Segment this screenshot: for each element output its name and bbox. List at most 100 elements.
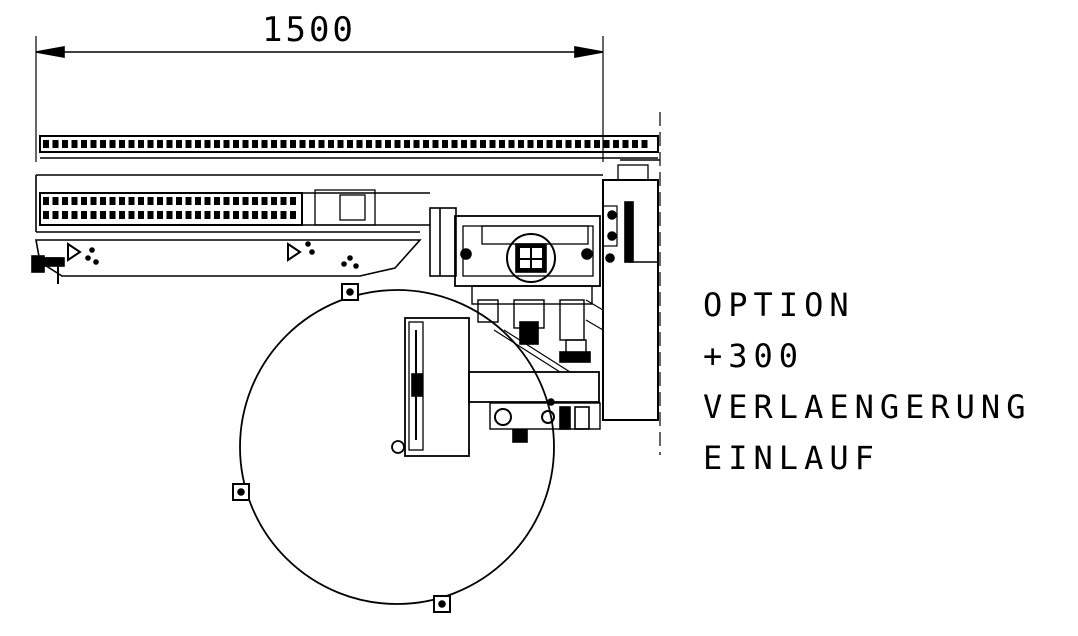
chain-link xyxy=(90,197,97,205)
chain-link xyxy=(461,140,467,148)
chain-link xyxy=(90,140,97,148)
chain-link xyxy=(233,140,239,148)
chain-link xyxy=(527,140,534,148)
note-line-3: VERLAENGERUNG xyxy=(703,388,1032,426)
top-conveyor-rail xyxy=(39,135,659,159)
chain-link xyxy=(62,197,68,205)
drive-unit xyxy=(429,207,604,373)
chain-link xyxy=(280,197,287,205)
chain-link xyxy=(271,197,277,205)
chain-link xyxy=(537,140,543,148)
chain-link xyxy=(290,211,296,219)
chain-link xyxy=(233,211,239,219)
chain-link xyxy=(432,140,439,148)
chain-link xyxy=(347,140,353,148)
chain-link xyxy=(499,140,505,148)
chain-link xyxy=(147,197,154,205)
right-housing xyxy=(602,159,660,421)
chain-link xyxy=(242,197,249,205)
chain-link xyxy=(622,140,629,148)
chain-link xyxy=(271,211,277,219)
chain-link xyxy=(119,211,125,219)
chain-link xyxy=(90,211,97,219)
chain-link xyxy=(100,211,106,219)
chain-link xyxy=(394,140,401,148)
chain-link xyxy=(413,140,420,148)
chain-link xyxy=(119,197,125,205)
chain-link xyxy=(214,197,220,205)
chain-link xyxy=(157,197,163,205)
chain-link xyxy=(81,197,87,205)
chain-link xyxy=(252,211,258,219)
chain-link xyxy=(641,140,648,148)
chain-link xyxy=(176,211,182,219)
chain-link xyxy=(480,140,486,148)
chain-link xyxy=(43,197,49,205)
chain-link xyxy=(356,140,363,148)
chain-link xyxy=(185,197,192,205)
chain-link xyxy=(366,140,372,148)
chain-link xyxy=(252,197,258,205)
chain-link xyxy=(489,140,496,148)
chain-link xyxy=(166,211,173,219)
chain-link xyxy=(575,140,581,148)
chain-link xyxy=(62,211,68,219)
chain-link xyxy=(613,140,619,148)
chain-link xyxy=(280,211,287,219)
chain-link xyxy=(337,140,344,148)
chain-link xyxy=(52,197,59,205)
note-line-4: EINLAUF xyxy=(703,439,880,477)
chain-link xyxy=(195,211,201,219)
chain-link xyxy=(584,140,591,148)
chain-link xyxy=(62,140,68,148)
dimension-label: 1500 xyxy=(262,10,356,50)
chain-link xyxy=(176,197,182,205)
chain-link xyxy=(157,211,163,219)
chain-link xyxy=(271,140,277,148)
chain-link xyxy=(195,197,201,205)
chain-link xyxy=(261,211,268,219)
chain-link xyxy=(166,197,173,205)
option-note: OPTION +300 VERLAENGERUNG EINLAUF xyxy=(703,280,1031,484)
chain-link xyxy=(43,140,49,148)
chain-link xyxy=(252,140,258,148)
chain-link xyxy=(214,140,220,148)
chain-link xyxy=(594,140,600,148)
chain-link xyxy=(138,140,144,148)
chain-link xyxy=(565,140,572,148)
chain-link xyxy=(128,197,135,205)
chain-link xyxy=(71,140,78,148)
chain-link xyxy=(147,211,154,219)
chain-link xyxy=(603,140,610,148)
chain-link xyxy=(138,197,144,205)
chain-link xyxy=(242,211,249,219)
chain-link xyxy=(470,140,477,148)
chain-link xyxy=(318,140,325,148)
chain-link xyxy=(261,197,268,205)
chain-link xyxy=(223,140,230,148)
chain-link xyxy=(309,140,315,148)
chain-link xyxy=(204,197,211,205)
side-frame xyxy=(31,239,422,284)
chain-link xyxy=(632,140,638,148)
chain-link xyxy=(71,197,78,205)
chain-link xyxy=(299,140,306,148)
chain-link xyxy=(166,140,173,148)
chain-link xyxy=(176,140,182,148)
chain-link xyxy=(52,211,59,219)
frame xyxy=(35,174,603,233)
chain-link xyxy=(261,140,268,148)
chain-link xyxy=(290,140,296,148)
chain-link xyxy=(223,211,230,219)
chain-link xyxy=(214,211,220,219)
chain-link xyxy=(100,197,106,205)
chain-link xyxy=(451,140,458,148)
note-line-1: OPTION xyxy=(703,286,855,324)
dimension-line xyxy=(35,36,604,162)
chain-link xyxy=(119,140,125,148)
chain-link xyxy=(109,140,116,148)
chain-link xyxy=(404,140,410,148)
chain-link xyxy=(242,140,249,148)
chain-link xyxy=(375,140,382,148)
chain-link xyxy=(43,211,49,219)
